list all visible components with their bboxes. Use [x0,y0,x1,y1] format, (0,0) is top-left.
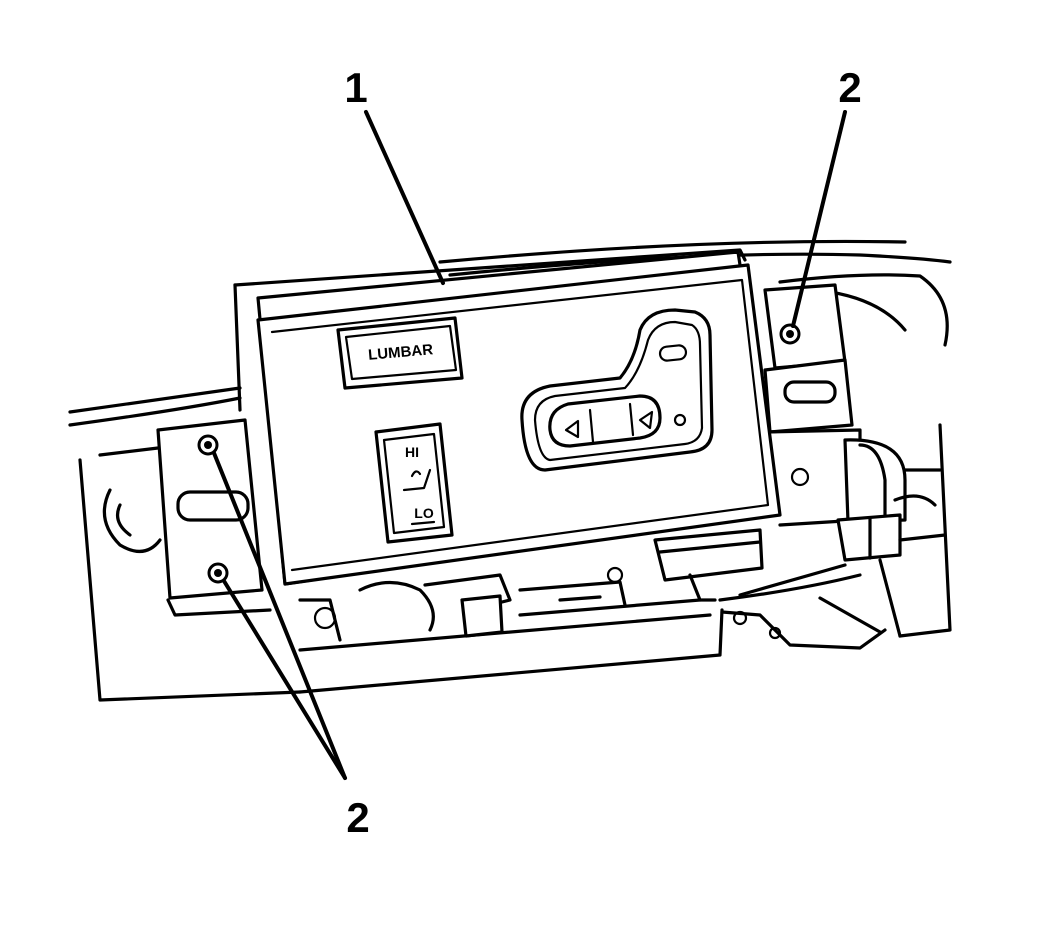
screw-left-lower [207,562,229,584]
leader-lines [212,110,847,780]
seat-adjuster-switch: LUMBAR HI LO [256,250,782,586]
seat-track-mechanism [298,528,862,642]
seat-heater-icon [402,468,432,492]
heat-hi-label: HI [405,444,419,460]
leader-2-left-upper [212,451,347,780]
heat-lo-label: LO [414,505,434,521]
lumbar-button-label: LUMBAR [367,341,433,364]
lumbar-button[interactable]: LUMBAR [336,316,464,390]
seat-heater-switch[interactable]: HI LO [374,422,454,544]
screw-upper-right [779,323,801,345]
leader-1 [364,110,445,285]
screw-left-upper [197,434,219,456]
seat-adjuster-switch-icon[interactable] [520,308,714,472]
callout-1: 1 [344,64,367,111]
seat-frame [68,239,952,702]
callout-2-upper: 2 [838,64,861,111]
leader-2-left-lower [222,579,347,780]
callout-2-lower: 2 [346,794,369,841]
leader-2-upper [791,110,847,328]
